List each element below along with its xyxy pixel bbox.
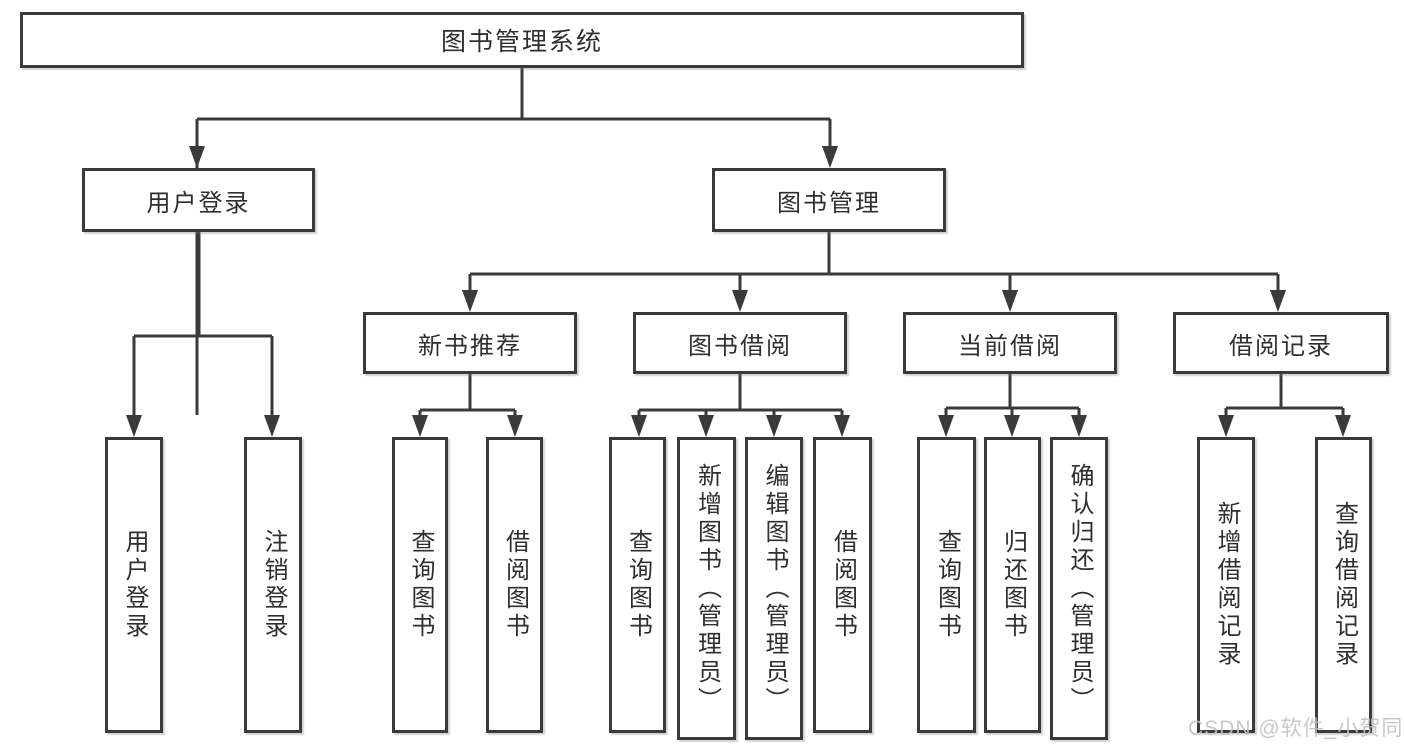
leaf-borrow-book: 借阅图书: [813, 437, 872, 733]
leaf-add-book-admin: 新增图书（管理员）: [677, 437, 736, 740]
arrowhead: [1270, 290, 1286, 312]
arrowhead: [822, 146, 838, 168]
arrowhead: [264, 415, 280, 437]
arrowhead: [631, 415, 647, 437]
arrowhead: [732, 290, 748, 312]
arrowhead: [834, 415, 850, 437]
arrowhead: [938, 415, 954, 437]
arrowhead: [189, 146, 205, 168]
leaf-logout: 注销登录: [244, 437, 302, 733]
arrowhead: [1335, 415, 1351, 437]
leaf-return-book: 归还图书: [984, 437, 1041, 733]
arrowhead: [766, 415, 782, 437]
arrowhead: [412, 415, 428, 437]
connector-book-mgmt-children: [462, 232, 1286, 312]
node-book-management: 图书管理: [712, 168, 946, 232]
arrowhead: [1002, 290, 1018, 312]
leaf-borrow-query-book: 查询图书: [609, 437, 666, 733]
node-borrow-record: 借阅记录: [1173, 312, 1389, 374]
arrowhead: [462, 290, 478, 312]
leaf-query-borrow-record: 查询借阅记录: [1315, 437, 1372, 733]
node-book-borrow: 图书借阅: [633, 312, 847, 374]
connector-user-login-children: [126, 232, 280, 437]
arrowhead: [1071, 415, 1087, 437]
leaf-edit-book-admin: 编辑图书（管理员）: [745, 437, 803, 740]
connector-new-book-rec-children: [412, 374, 523, 437]
connector-to-user-login: [189, 119, 205, 168]
node-new-book-recommend: 新书推荐: [363, 312, 577, 374]
arrowhead: [698, 415, 714, 437]
connector-root-to-level2: [195, 68, 838, 415]
csdn-watermark: CSDN @软件_小贺同学: [1188, 717, 1405, 740]
node-user-login: 用户登录: [82, 168, 315, 232]
connector-current-borrow-children: [938, 374, 1087, 437]
connector-book-borrow-children: [631, 374, 850, 437]
arrowhead: [507, 415, 523, 437]
connector-borrow-record-children: [1218, 374, 1351, 437]
leaf-current-query-book: 查询图书: [917, 437, 976, 733]
leaf-confirm-return-admin: 确认归还（管理员）: [1050, 437, 1108, 740]
leaf-user-login: 用户登录: [105, 437, 163, 733]
arrowhead: [126, 415, 142, 437]
node-library-system: 图书管理系统: [20, 12, 1024, 68]
arrowhead: [1218, 415, 1234, 437]
leaf-recommend-query-book: 查询图书: [392, 437, 448, 733]
leaf-add-borrow-record: 新增借阅记录: [1197, 437, 1255, 733]
arrowhead: [1004, 415, 1020, 437]
leaf-recommend-borrow-book: 借阅图书: [486, 437, 543, 733]
node-current-borrow: 当前借阅: [903, 312, 1117, 374]
